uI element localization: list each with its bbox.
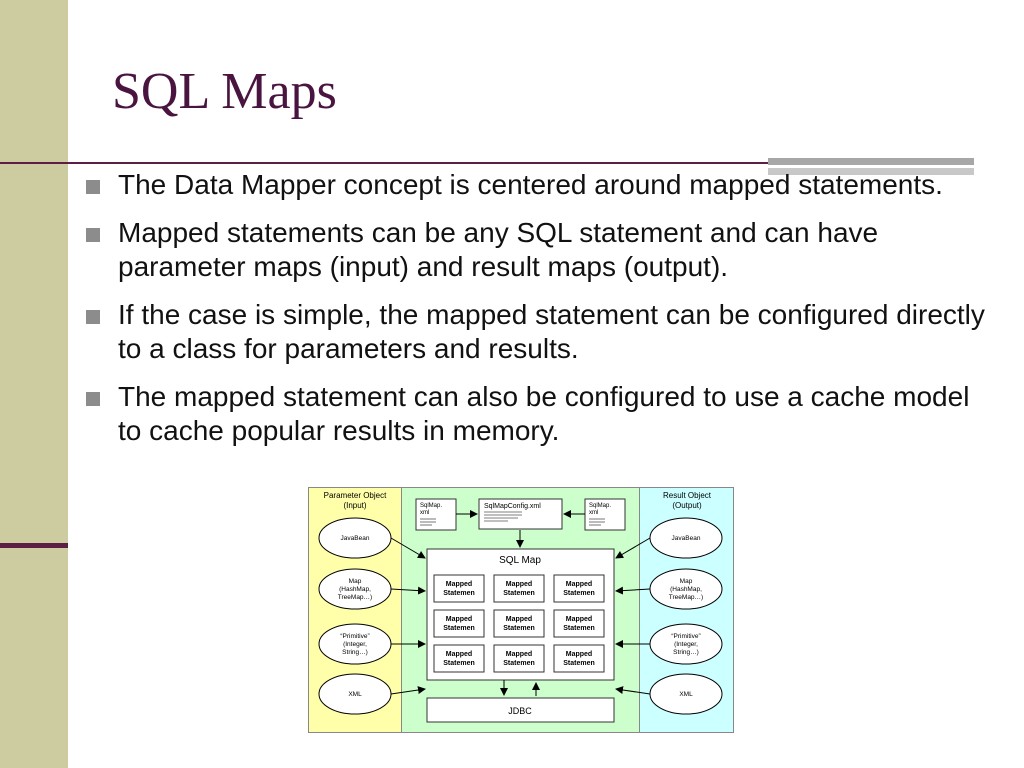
input-arrow: [390, 537, 426, 559]
mapped-statement-label: Statemen: [503, 625, 535, 632]
mapped-statement-box: [553, 574, 605, 603]
output-object-label: Map: [680, 578, 693, 585]
bullet-item: The mapped statement can also be configu…: [86, 380, 986, 448]
mapped-statement-label: Mapped: [506, 616, 532, 623]
sqlmap-xml-doc-left-label-1: SqlMap.: [420, 503, 442, 509]
input-object-label: “Primitive”: [340, 633, 369, 640]
sql-map-diagram: Parameter Object (Input) Result Object (…: [308, 487, 734, 733]
jdbc-label: JDBC: [508, 706, 532, 716]
bullet-square-icon: [86, 310, 100, 324]
input-object-label: JavaBean: [341, 535, 370, 542]
jdbc-box: [426, 697, 615, 723]
output-object-label: String…): [673, 649, 699, 656]
mapped-statement-label: Statemen: [563, 660, 595, 667]
input-panel-subtitle: (Input): [343, 501, 366, 510]
mapped-statement-box: [433, 609, 485, 638]
bullet-square-icon: [86, 392, 100, 406]
mapped-statement-label: Statemen: [503, 660, 535, 667]
mapped-statement-label: Statemen: [563, 590, 595, 597]
output-arrow: [615, 586, 651, 595]
mapped-statement-box: [433, 644, 485, 673]
sqlmap-xml-doc-left-label-2: xml: [420, 510, 429, 516]
input-object-label: (Integer,: [343, 641, 367, 648]
mapped-statement-label: Mapped: [566, 581, 592, 588]
bullet-item: The Data Mapper concept is centered arou…: [86, 168, 986, 202]
input-arrow: [390, 686, 426, 695]
input-panel-title: Parameter Object: [324, 491, 387, 500]
output-object-label: “Primitive”: [671, 633, 700, 640]
input-object-label: Map: [349, 578, 362, 585]
mapped-statement-label: Statemen: [443, 590, 475, 597]
mapped-statement-box: [553, 609, 605, 638]
title-rule-accent: [768, 158, 974, 178]
bullet-item: If the case is simple, the mapped statem…: [86, 298, 986, 366]
sqlmap-xml-doc-right-label-1: SqlMap.: [589, 503, 611, 509]
bullet-text: The mapped statement can also be configu…: [118, 381, 970, 446]
sqlmap-config-doc: [478, 498, 563, 530]
output-arrow: [615, 686, 651, 695]
bullet-list: The Data Mapper concept is centered arou…: [86, 168, 986, 462]
output-arrow: [615, 537, 651, 559]
output-object-label: TreeMap…): [669, 594, 703, 601]
mapped-statement-label: Mapped: [566, 616, 592, 623]
output-panel-subtitle: (Output): [672, 501, 702, 510]
mapped-statement-label: Statemen: [503, 590, 535, 597]
output-panel-title: Result Object: [663, 491, 712, 500]
bullet-square-icon: [86, 228, 100, 242]
slide-title: SQL Maps: [112, 63, 337, 120]
mapped-statement-box: [553, 644, 605, 673]
mapped-statement-label: Mapped: [506, 581, 532, 588]
sqlmap-xml-doc-right-label-2: xml: [589, 510, 598, 516]
mapped-statement-label: Statemen: [563, 625, 595, 632]
mapped-statement-box: [493, 644, 545, 673]
input-object-label: (HashMap,: [339, 586, 371, 593]
input-object-label: String…): [342, 649, 368, 656]
input-arrow: [390, 586, 426, 595]
output-object-label: XML: [679, 691, 693, 698]
bullet-text: If the case is simple, the mapped statem…: [118, 299, 985, 364]
title-rule: [0, 162, 768, 164]
mapped-statement-box: [493, 609, 545, 638]
mapped-statement-label: Mapped: [446, 616, 472, 623]
sqlmap-config-doc-label: SqlMapConfig.xml: [484, 503, 541, 510]
bullet-text: The Data Mapper concept is centered arou…: [118, 169, 943, 200]
mapped-statement-label: Mapped: [446, 651, 472, 658]
left-decorative-bar: [0, 0, 68, 768]
output-object-label: (Integer,: [674, 641, 698, 648]
mapped-statement-label: Statemen: [443, 625, 475, 632]
output-object-label: JavaBean: [672, 535, 701, 542]
output-object-label: (HashMap,: [670, 586, 702, 593]
input-object-label: TreeMap…): [338, 594, 372, 601]
mapped-statement-label: Statemen: [443, 660, 475, 667]
mapped-statement-box: [493, 574, 545, 603]
bullet-text: Mapped statements can be any SQL stateme…: [118, 217, 879, 282]
bullet-item: Mapped statements can be any SQL stateme…: [86, 216, 986, 284]
left-bar-accent: [0, 543, 68, 548]
mapped-statement-box: [433, 574, 485, 603]
input-object-label: XML: [348, 691, 362, 698]
mapped-statement-label: Mapped: [506, 651, 532, 658]
sqlmap-box-label: SQL Map: [499, 555, 541, 566]
mapped-statement-label: Mapped: [566, 651, 592, 658]
mapped-statement-label: Mapped: [446, 581, 472, 588]
bullet-square-icon: [86, 180, 100, 194]
